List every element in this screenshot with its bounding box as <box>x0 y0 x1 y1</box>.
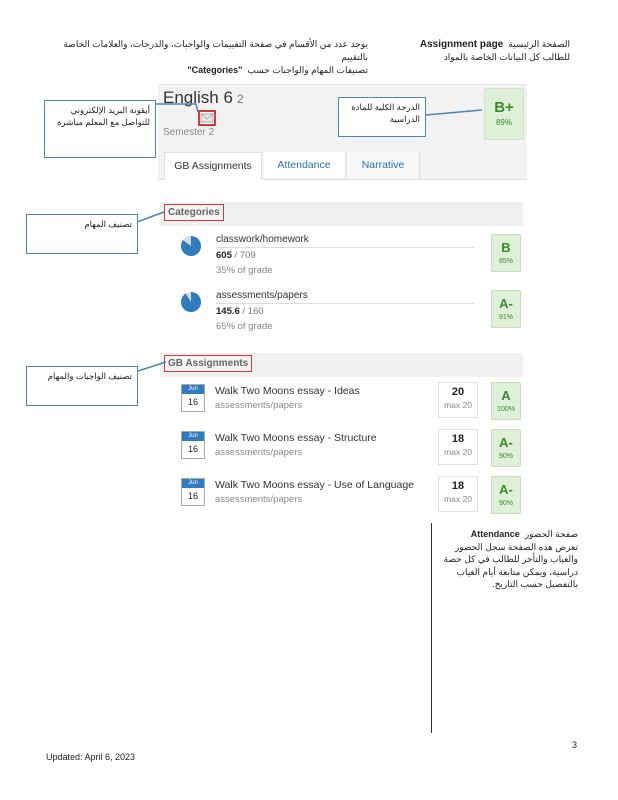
category-grade: B <box>501 240 511 255</box>
calendar-icon: Jun 16 <box>181 478 205 506</box>
assignment-max: max 20 <box>444 494 472 504</box>
calendar-icon: Jun 16 <box>181 384 205 412</box>
assignment-max: max 20 <box>444 447 472 457</box>
tab-gb-assignments[interactable]: GB Assignments <box>164 152 262 180</box>
overall-grade-callout: الدرجة الكلية للمادة الدراسية <box>338 97 426 137</box>
course-name: English 6 <box>163 88 233 107</box>
tab-attendance[interactable]: Attendance <box>264 152 344 178</box>
categories-heading: Categories <box>164 204 224 221</box>
calendar-day: 16 <box>187 397 198 407</box>
overall-grade-badge: B+ 89% <box>484 88 524 140</box>
category-score: 605 / 709 <box>216 250 256 261</box>
page-number: 3 <box>572 740 578 750</box>
category-name: classwork/homework <box>216 234 309 245</box>
tab-narrative[interactable]: Narrative <box>346 152 420 178</box>
category-earned: 145.6 <box>216 306 240 317</box>
header-title-english: Assignment page <box>419 39 504 50</box>
header-subtitle: للطالب كل البيانات الخاصة بالمواد <box>443 52 570 62</box>
categories-callout: تصنيف المهام <box>26 214 138 254</box>
assignment-score-box: 18 max 20 <box>438 476 478 512</box>
overall-percent: 89% <box>495 118 512 127</box>
assignments-callout: تصنيف الواجبات والمهام <box>26 366 138 406</box>
header-categories-label: "Categories" <box>187 65 243 75</box>
assignment-score: 18 <box>451 433 465 445</box>
category-possible: 160 <box>247 306 264 317</box>
assignment-score-box: 18 max 20 <box>438 429 478 465</box>
mail-callout: أيقونة البريد الإلكتروني للتواصل مع المع… <box>44 100 156 158</box>
category-possible: 709 <box>239 250 256 261</box>
assignment-name[interactable]: Walk Two Moons essay - Structure <box>215 432 377 444</box>
category-grade-badge: A- 91% <box>491 290 521 328</box>
mail-icon[interactable] <box>198 110 216 126</box>
assignment-score: 18 <box>451 480 465 492</box>
updated-date: Updated: April 6, 2023 <box>46 752 136 762</box>
overall-grade: B+ <box>494 99 514 116</box>
calendar-day: 16 <box>187 491 198 501</box>
assignment-grade-badge: A 100% <box>491 382 521 420</box>
assignment-grade: A- <box>499 435 513 450</box>
assignment-name[interactable]: Walk Two Moons essay - Ideas <box>215 385 360 397</box>
tab-bar: GB Assignments Attendance Narrative <box>158 152 527 180</box>
assignment-percent: 90% <box>498 500 513 507</box>
assignment-grade: A <box>501 388 511 403</box>
assignment-max: max 20 <box>444 400 472 410</box>
category-score: 145.6 / 160 <box>216 306 264 317</box>
header-left-line1: يوجد عدد من الأقسام في صفحة التقييمات وا… <box>63 39 368 62</box>
assignment-grade: A- <box>499 482 513 497</box>
assignment-category: assessments/papers <box>215 400 303 411</box>
assignment-category: assessments/papers <box>215 447 303 458</box>
calendar-icon: Jun 16 <box>181 431 205 459</box>
calendar-month: Jun <box>182 432 204 441</box>
category-grade-badge: B 85% <box>491 234 521 272</box>
assignment-score-box: 20 max 20 <box>438 382 478 418</box>
header-title-arabic: الصفحة الرئيسية <box>508 39 570 49</box>
semester-label: Semester 2 <box>163 127 215 138</box>
assignment-percent: 90% <box>498 453 513 460</box>
attendance-body: تعرض هذه الصفحة سجل الحضور والغياب والتأ… <box>443 541 578 590</box>
attendance-title-arabic: صفحة الحضور <box>524 529 578 539</box>
category-name: assessments/papers <box>216 290 308 301</box>
assignment-grade-badge: A- 90% <box>491 476 521 514</box>
category-weight: 65% of grade <box>216 321 273 332</box>
assignment-percent: 100% <box>497 406 515 413</box>
divider <box>431 523 432 733</box>
assignment-grade-badge: A- 90% <box>491 429 521 467</box>
course-period: 2 <box>236 92 244 106</box>
assignment-name[interactable]: Walk Two Moons essay - Use of Language <box>215 479 415 491</box>
category-percent: 91% <box>498 314 513 321</box>
divider <box>216 303 474 304</box>
category-weight: 35% of grade <box>216 265 273 276</box>
calendar-day: 16 <box>187 444 198 454</box>
assignments-heading: GB Assignments <box>164 355 253 372</box>
assignment-category: assessments/papers <box>215 494 303 505</box>
header-instructions-right: الصفحة الرئيسية Assignment page للطالب ك… <box>350 38 570 64</box>
divider <box>216 247 474 248</box>
attendance-note: صفحة الحضور Attendance تعرض هذه الصفحة س… <box>432 528 578 591</box>
header-left-arabic: تصنيفات المهام والواجبات حسب <box>247 65 368 75</box>
category-percent: 85% <box>498 258 513 265</box>
header-instructions-left: يوجد عدد من الأقسام في صفحة التقييمات وا… <box>52 38 368 77</box>
category-earned: 605 <box>216 250 232 261</box>
category-grade: A- <box>499 296 513 311</box>
calendar-month: Jun <box>182 479 204 488</box>
category-pie-classwork <box>181 236 201 256</box>
attendance-title-english: Attendance <box>470 529 520 539</box>
assignment-score: 20 <box>451 386 465 398</box>
category-pie-assessments <box>181 292 201 312</box>
calendar-month: Jun <box>182 385 204 394</box>
